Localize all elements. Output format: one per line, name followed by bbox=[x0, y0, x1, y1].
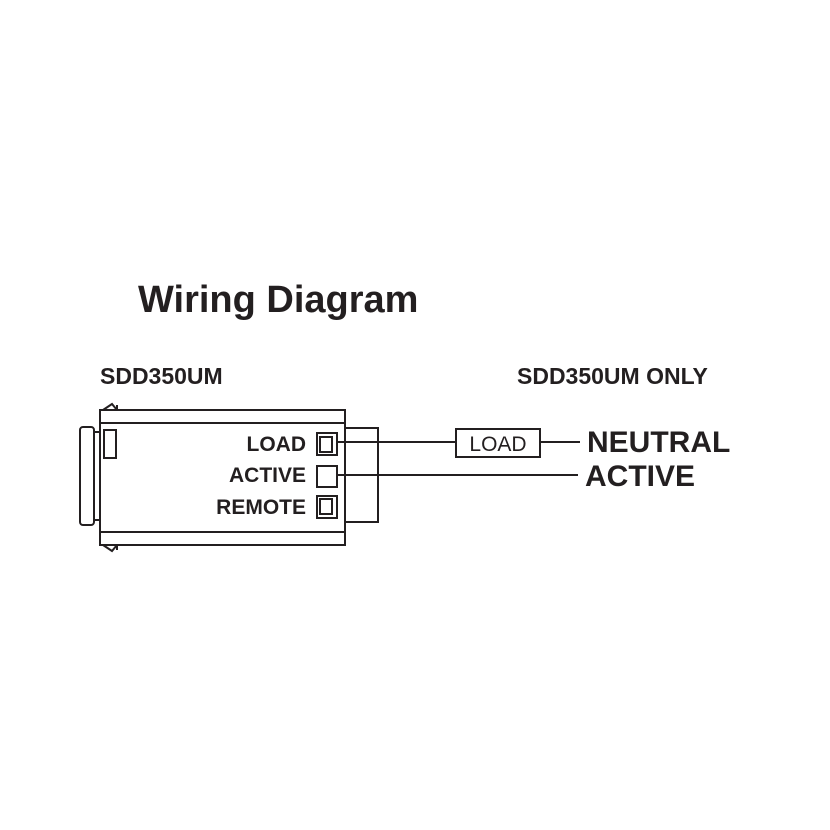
terminal-active bbox=[316, 465, 338, 488]
knob bbox=[79, 426, 95, 526]
terminal-label-remote: REMOTE bbox=[216, 496, 306, 519]
neutral-label: NEUTRAL bbox=[587, 426, 730, 459]
right-model-label: SDD350UM ONLY bbox=[517, 363, 708, 389]
load-box-label: LOAD bbox=[469, 433, 526, 456]
terminal-label-active: ACTIVE bbox=[229, 464, 306, 487]
terminal-label-load: LOAD bbox=[247, 433, 307, 456]
terminal-remote bbox=[316, 495, 338, 519]
active-label: ACTIVE bbox=[585, 460, 695, 493]
diagram-title: Wiring Diagram bbox=[138, 279, 418, 321]
terminal-load bbox=[316, 432, 338, 456]
left-model-label: SDD350UM bbox=[100, 363, 223, 389]
